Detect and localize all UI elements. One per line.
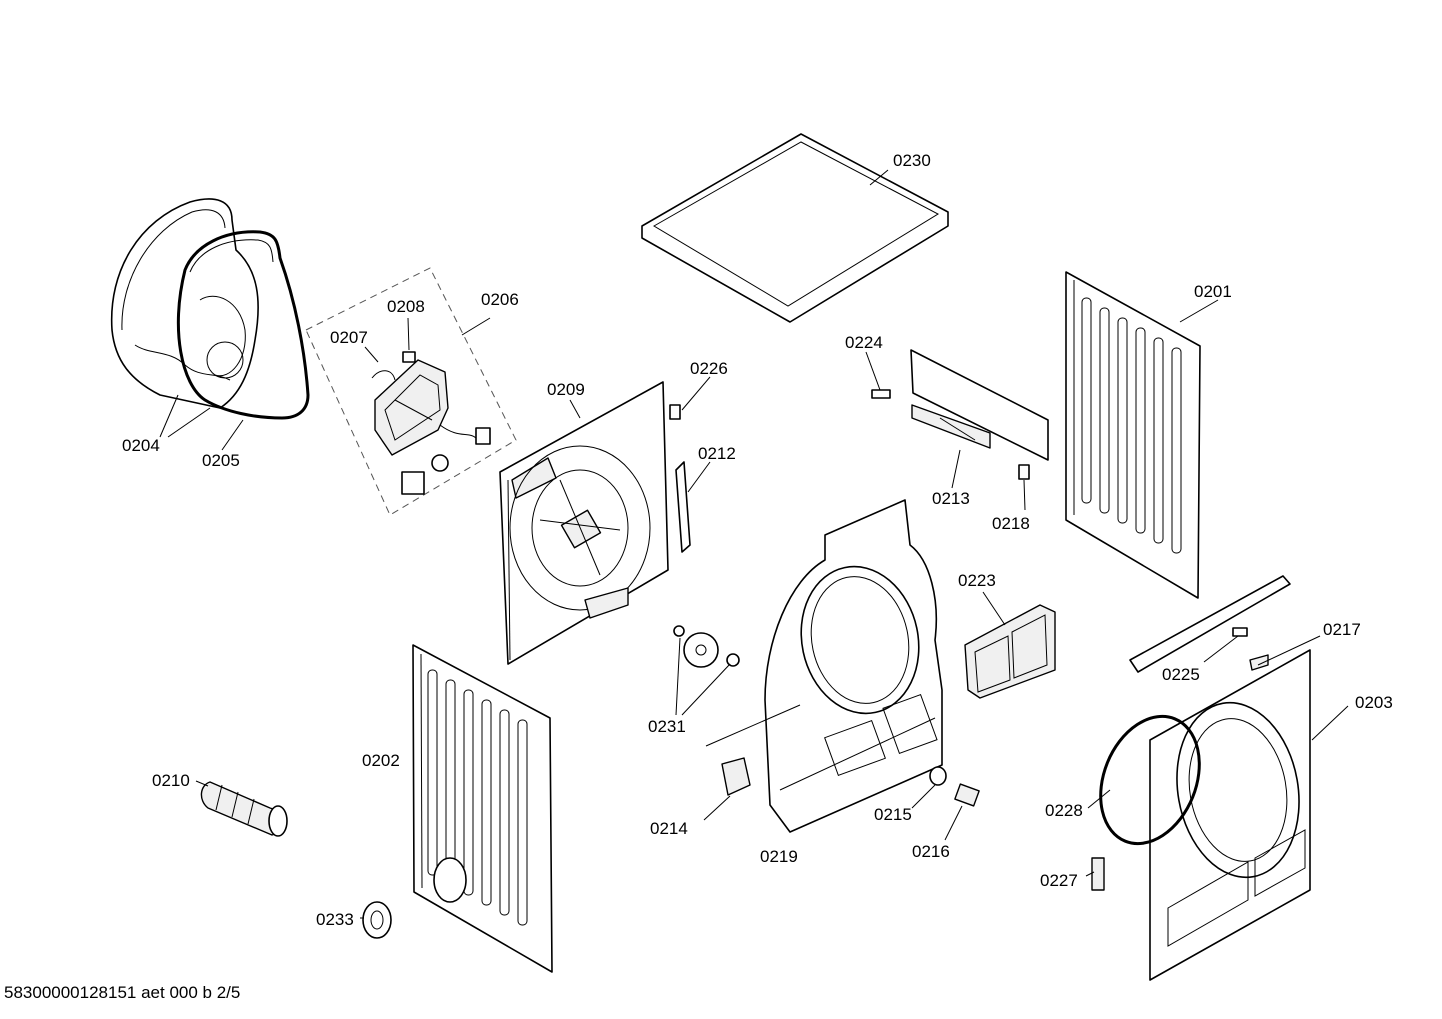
part-0203-front-panel[interactable] xyxy=(1149,649,1312,981)
part-0205-gasket[interactable] xyxy=(176,230,310,420)
part-0216-connector[interactable] xyxy=(954,783,980,807)
part-0207-module-housing[interactable] xyxy=(371,359,491,495)
label-0225: 0225 xyxy=(1162,665,1200,684)
leader-lines xyxy=(159,169,1349,919)
label-0204: 0204 xyxy=(122,436,160,455)
part-0206-assembly-boundary xyxy=(305,267,517,516)
label-0214: 0214 xyxy=(650,819,688,838)
label-0207: 0207 xyxy=(330,328,368,347)
label-0233: 0233 xyxy=(316,910,354,929)
part-0226-clip[interactable] xyxy=(669,404,681,420)
part-labels: 0230 0201 0203 0204 0205 0206 0207 0208 … xyxy=(122,151,1393,929)
label-0210: 0210 xyxy=(152,771,190,790)
part-0204-bearing-shield[interactable] xyxy=(110,198,259,409)
label-0230: 0230 xyxy=(893,151,931,170)
part-0218-clip[interactable] xyxy=(1018,464,1030,480)
label-0223: 0223 xyxy=(958,571,996,590)
label-0217: 0217 xyxy=(1323,620,1361,639)
part-0223-filter[interactable] xyxy=(964,604,1056,699)
label-0202: 0202 xyxy=(362,751,400,770)
part-0208-clip[interactable] xyxy=(402,351,416,363)
label-0212: 0212 xyxy=(698,444,736,463)
label-0203: 0203 xyxy=(1355,693,1393,712)
label-0231: 0231 xyxy=(648,717,686,736)
part-0209-rear-panel[interactable] xyxy=(499,381,669,665)
part-0214-sensor[interactable] xyxy=(721,757,751,796)
part-0230-top-cover[interactable] xyxy=(641,133,949,323)
label-0213: 0213 xyxy=(932,489,970,508)
part-0201-side-panel[interactable] xyxy=(1065,271,1201,599)
part-0219-front-carrier[interactable] xyxy=(764,499,943,833)
part-0213-control-bracket[interactable] xyxy=(910,349,1049,461)
label-0219: 0219 xyxy=(760,847,798,866)
label-0224: 0224 xyxy=(845,333,883,352)
label-0218: 0218 xyxy=(992,514,1030,533)
part-0210-hose[interactable] xyxy=(200,781,288,837)
part-0227-latch[interactable] xyxy=(1091,857,1105,891)
label-0228: 0228 xyxy=(1045,801,1083,820)
part-0217-hinge[interactable] xyxy=(1249,654,1269,671)
part-0228-door-seal[interactable] xyxy=(1083,702,1218,859)
label-0208: 0208 xyxy=(387,297,425,316)
part-0202-side-panel[interactable] xyxy=(412,644,553,973)
label-0205: 0205 xyxy=(202,451,240,470)
label-0201: 0201 xyxy=(1194,282,1232,301)
label-0227: 0227 xyxy=(1040,871,1078,890)
part-0224-retainer[interactable] xyxy=(871,389,891,399)
part-0212-bracket[interactable] xyxy=(675,461,691,553)
part-0233-cap[interactable] xyxy=(362,901,392,939)
part-0225-rail[interactable] xyxy=(1129,575,1291,673)
label-0216: 0216 xyxy=(912,842,950,861)
label-0226: 0226 xyxy=(690,359,728,378)
part-0215-knob[interactable] xyxy=(929,766,947,786)
label-0215: 0215 xyxy=(874,805,912,824)
label-0209: 0209 xyxy=(547,380,585,399)
document-id-footer: 58300000128151 aet 000 b 2/5 xyxy=(4,983,240,1002)
label-0206: 0206 xyxy=(481,290,519,309)
part-0231-pulleys[interactable] xyxy=(673,625,740,668)
